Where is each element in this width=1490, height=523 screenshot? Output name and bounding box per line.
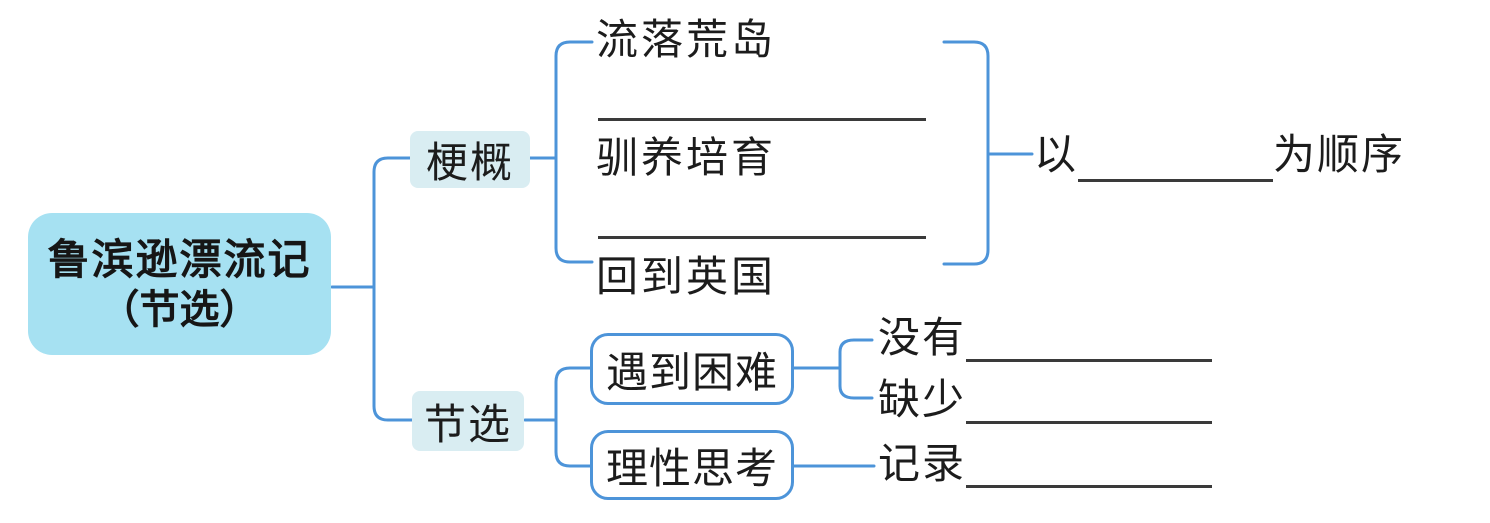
root-title-line1: 鲁滨逊漂流记 bbox=[47, 236, 312, 283]
root-title-line2: （节选） bbox=[99, 288, 260, 332]
connector-summary-right-bracket bbox=[942, 40, 990, 266]
missing-blank-line bbox=[966, 317, 1213, 362]
missing-label: 没有 bbox=[878, 316, 967, 362]
connector-root-fork bbox=[372, 156, 416, 422]
difficulty-child-missing: 没有 bbox=[878, 316, 1213, 362]
lack-blank-line bbox=[966, 379, 1213, 424]
branch-label-summary: 梗概 bbox=[410, 131, 530, 188]
rational-box: 理性思考 bbox=[590, 430, 794, 500]
rational-child-record: 记录 bbox=[878, 442, 1213, 488]
difficulty-label: 遇到困难 bbox=[605, 350, 778, 397]
connector-difficulty-fork bbox=[838, 338, 874, 400]
summary-item-1: 流落荒岛 bbox=[596, 18, 777, 64]
difficulty-box: 遇到困难 bbox=[590, 333, 794, 405]
record-blank-line bbox=[966, 443, 1213, 488]
summary-blank-line-2 bbox=[598, 236, 926, 239]
connector-summary-left-bracket bbox=[554, 40, 594, 264]
summary-item-2: 驯养培育 bbox=[596, 136, 777, 182]
order-phrase: 以 为顺序 bbox=[1034, 130, 1405, 182]
lack-label: 缺少 bbox=[878, 378, 967, 424]
difficulty-child-lack: 缺少 bbox=[878, 378, 1213, 424]
order-suffix: 为顺序 bbox=[1273, 133, 1406, 179]
record-label: 记录 bbox=[878, 442, 967, 488]
order-prefix: 以 bbox=[1034, 133, 1079, 179]
summary-blank-line-1 bbox=[598, 118, 926, 121]
order-blank-line bbox=[1078, 131, 1274, 182]
root-node: 鲁滨逊漂流记 （节选） bbox=[28, 213, 331, 355]
rational-label: 理性思考 bbox=[605, 446, 778, 493]
connector-excerpt-fork bbox=[554, 366, 594, 468]
summary-item-3: 回到英国 bbox=[596, 255, 777, 301]
branch-label-excerpt: 节选 bbox=[412, 391, 524, 451]
